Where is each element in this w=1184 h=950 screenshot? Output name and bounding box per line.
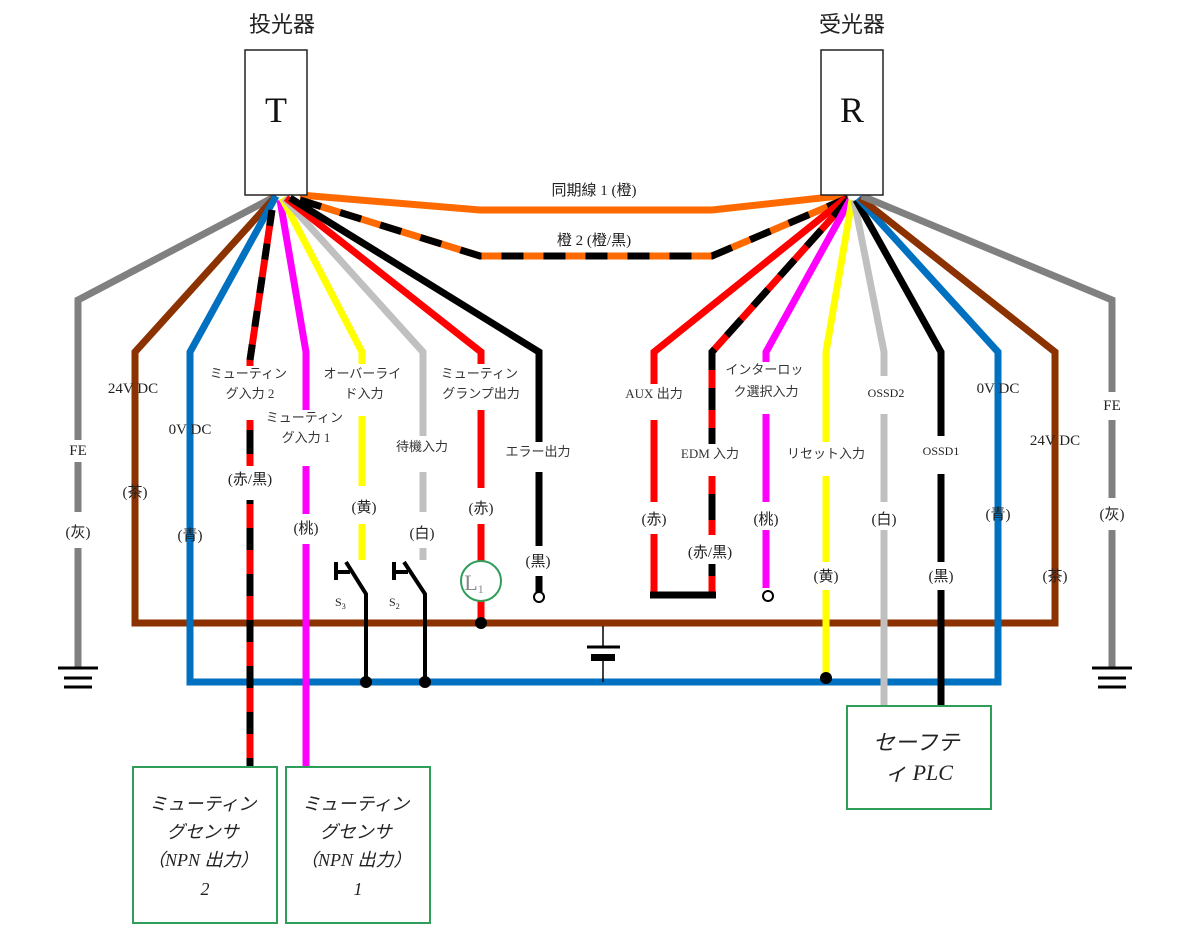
sync-wire-2 <box>298 194 850 260</box>
t-wire-fe <box>74 192 278 440</box>
switch-s3-junction <box>360 676 372 688</box>
t-wire-0v <box>186 194 280 414</box>
ground-icon-left <box>58 666 98 689</box>
t-wire-muting-input-2 <box>246 209 276 766</box>
t-color-0v: (青) <box>178 527 203 544</box>
battery-icon <box>587 626 620 682</box>
muting-sensor-1-box <box>285 766 431 924</box>
r-color-ossd1: (黒) <box>929 569 954 585</box>
t-label-0v: 0V DC <box>169 422 212 438</box>
t-wire-override <box>278 196 366 364</box>
t-color-24v: (茶) <box>123 484 148 501</box>
r-color-fe: (灰) <box>1100 506 1125 523</box>
r-wire-aux <box>650 195 849 384</box>
switch-s2-junction <box>419 676 431 688</box>
r-wire-ossd2 <box>850 199 888 376</box>
transmitter-title: 投光器 <box>249 12 315 37</box>
r-label-ossd1: OSSD1 <box>923 444 960 458</box>
reset-junction <box>820 672 832 684</box>
t-wire-muting-input-1 <box>276 199 310 410</box>
receiver-box <box>820 49 884 196</box>
t-wire-error <box>288 195 543 442</box>
t-label-override: オーバーライ ド入力 <box>323 366 404 401</box>
muting-sensor-2-label: ミューティン グセンサ （NPN 出力） 2 <box>147 794 263 899</box>
t-label-muting-input-2: ミューティン グ入力 2 <box>210 366 290 401</box>
t-label-muting-lamp: ミューティン グランプ出力 <box>441 366 521 401</box>
t-wire-muting-lamp <box>283 195 485 364</box>
r-color-reset: (黄) <box>814 568 839 585</box>
lamp-junction <box>475 617 487 629</box>
t-label-fe: FE <box>69 443 87 459</box>
r-label-reset: リセット入力 <box>787 446 865 461</box>
r-wire-edm <box>708 197 851 595</box>
r-color-24v: (茶) <box>1043 568 1068 585</box>
t-color-muting-input-1: (桃) <box>294 520 319 537</box>
switch-s2-icon <box>392 560 427 682</box>
t-label-24v: 24V DC <box>108 381 158 397</box>
r-wire-ossd1 <box>852 198 945 436</box>
r-wire-0v <box>855 195 1002 374</box>
switch-s3-label: S3 <box>335 595 346 611</box>
r-color-edm: (赤/黒) <box>688 544 732 561</box>
r-color-0v: (青) <box>986 506 1011 523</box>
lamp-l1-icon <box>460 560 502 602</box>
sync-wire-2-label: 橙 2 (橙/黒) <box>557 232 631 249</box>
t-wire-24v <box>131 193 279 374</box>
r-label-edm: EDM 入力 <box>681 446 739 461</box>
r-color-aux: (赤) <box>642 511 667 528</box>
t-color-error: (黒) <box>526 554 551 570</box>
switch-s3-icon <box>334 560 368 682</box>
r-color-interlock: (桃) <box>754 511 779 528</box>
r-label-0v: 0V DC <box>977 381 1020 397</box>
r-label-fe: FE <box>1103 398 1121 414</box>
t-color-standby: (白) <box>410 525 435 542</box>
t-label-standby: 待機入力 <box>396 439 448 454</box>
muting-sensor-2-box <box>132 766 278 924</box>
t-color-fe: (灰) <box>66 524 91 541</box>
r-wire-24v <box>857 195 1059 428</box>
receiver-title: 受光器 <box>819 12 885 37</box>
t-color-override: (黄) <box>352 499 377 516</box>
r-wire-reset <box>822 199 856 442</box>
r-color-ossd2: (白) <box>872 511 897 528</box>
r-wire-interlock <box>762 198 854 362</box>
lamp-l1-label: L1 <box>464 570 483 596</box>
ground-icon-right <box>1092 666 1132 689</box>
safety-plc-box <box>846 705 992 810</box>
r-label-ossd2: OSSD2 <box>868 386 905 400</box>
t-label-muting-input-1: ミューティン グ入力 1 <box>266 410 346 445</box>
interlock-terminal <box>762 590 774 602</box>
switch-s2-label: S2 <box>389 595 400 611</box>
r-label-24v: 24V DC <box>1030 433 1080 449</box>
r-label-aux: AUX 出力 <box>625 386 682 401</box>
t-color-muting-input-2: (赤/黒) <box>228 471 272 488</box>
transmitter-box <box>244 49 308 196</box>
t-color-muting-lamp: (赤) <box>469 500 494 517</box>
r-label-interlock: インターロッ ク選択入力 <box>725 362 806 399</box>
transmitter-letter: T <box>265 90 287 130</box>
sync-wire-1-label: 同期線 1 (橙) <box>552 182 637 199</box>
error-terminal <box>533 591 545 603</box>
sync-wire-1 <box>299 191 849 214</box>
r-wire-fe <box>860 192 1116 392</box>
t-wire-standby <box>281 195 427 436</box>
receiver-letter: R <box>840 90 864 130</box>
muting-sensor-1-label: ミューティン グセンサ （NPN 出力） 1 <box>300 794 416 899</box>
t-label-error: エラー出力 <box>505 444 570 459</box>
safety-plc-label: セーフテ ィ PLC <box>873 730 965 785</box>
